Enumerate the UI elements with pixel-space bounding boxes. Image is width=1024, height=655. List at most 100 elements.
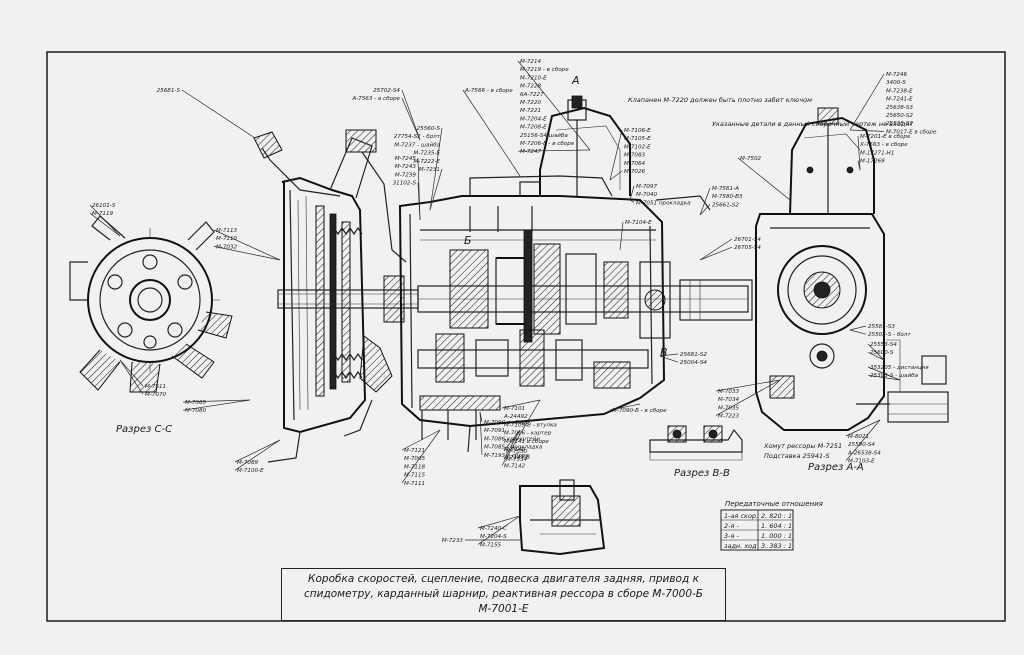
part-callout: 25681-S2 — [680, 352, 707, 358]
part-callout: 3400-S — [886, 80, 906, 86]
part-callout: М-7105-Е — [624, 136, 651, 142]
part-callout: М-7016 - картер — [504, 431, 552, 437]
part-callout: М-7246 — [886, 72, 908, 78]
part-callout: М-7119 — [92, 211, 114, 217]
callout-leader-lines — [89, 60, 901, 545]
part-callout: М-7210-Е — [520, 75, 547, 81]
leader-line — [182, 399, 251, 411]
part-callout: М-7208-Е — [520, 125, 547, 131]
leader-line — [429, 127, 443, 211]
section-aa-view: Разрез А-А — [755, 107, 949, 473]
part-callout: М-7204-S — [480, 534, 507, 540]
leader-line — [629, 185, 635, 201]
leader-line — [517, 60, 591, 151]
ratio-gear-cell: 1-ая скор. — [724, 512, 758, 520]
title-block-text: Коробка скоростей, сцепление, подвеска д… — [304, 573, 703, 615]
section-aa-title: Разрез А-А — [808, 462, 864, 473]
ratio-gear-cell: 2-я - — [724, 522, 739, 530]
leader-line — [401, 429, 441, 484]
part-callout: М-7113 — [216, 228, 238, 234]
part-callout: М-7106-Е — [624, 128, 651, 134]
leader-line — [182, 399, 251, 403]
leader-line — [181, 89, 256, 139]
part-callout: М-7102-Е — [624, 144, 651, 150]
part-callout: 353205 - дистанция — [870, 365, 929, 371]
section-letter-v: В — [660, 346, 668, 359]
leader-line — [737, 157, 791, 201]
part-callout: М-7245 — [395, 156, 417, 162]
part-callout: М-7206-Е - в сборе — [520, 141, 575, 147]
leader-line — [699, 246, 733, 261]
leader-line — [619, 221, 624, 251]
part-callout: 25156-S4 шайба — [520, 133, 568, 139]
part-callout: М-7193 в сборе — [484, 453, 529, 459]
leader-line — [477, 515, 521, 529]
part-callout: 25661-S2 — [712, 202, 739, 208]
part-callout: М-7034 — [718, 397, 740, 403]
leader-line — [501, 399, 541, 409]
leader-line — [609, 170, 623, 181]
part-callout: 26701-S4 — [734, 237, 761, 243]
part-callout: М-7110 — [216, 236, 238, 242]
leader-line — [659, 353, 679, 357]
leader-line — [857, 160, 861, 171]
part-callout: А-24492 — [503, 414, 528, 420]
part-callout: М-7228 — [520, 84, 542, 90]
part-callout: М-7064 — [624, 161, 646, 167]
section-bb-title: Разрез В-В — [674, 468, 730, 479]
leader-line — [501, 399, 541, 466]
part-callout: 25560-S — [417, 126, 441, 132]
section-letter-b: Б — [464, 234, 472, 247]
leader-line — [477, 515, 521, 545]
part-callout: М-7220 — [520, 100, 542, 106]
part-callout: М-7237 - шайба — [394, 142, 440, 148]
ratio-value-cell: 2. 820 : 1 — [761, 512, 792, 520]
part-callout: М-7238-Е — [886, 88, 913, 94]
leader-line — [401, 98, 421, 141]
part-callout: М-7032 — [216, 244, 238, 250]
leader-line — [857, 135, 861, 171]
leader-line — [89, 204, 121, 237]
part-callout: М-7204-Е — [520, 116, 547, 122]
part-callout: М-7141 в сборе — [504, 439, 549, 445]
leader-line — [609, 403, 641, 411]
part-callout: М-7223 — [718, 414, 740, 420]
part-callout: М-7111 — [404, 481, 425, 487]
ratio-value-cell: 1. 604 : 1 — [761, 522, 792, 530]
part-callout: 25590-S4 — [848, 442, 875, 448]
leader-line — [867, 351, 885, 361]
title-block: Коробка скоростей, сцепление, подвеска д… — [281, 568, 726, 621]
leader-line — [429, 168, 443, 211]
part-callout: 27754-S2 - болт — [394, 134, 441, 140]
part-callout: М-7240-С — [480, 526, 507, 532]
part-callout: А-7566 - в сборе — [464, 88, 513, 94]
leader-line — [503, 429, 521, 452]
part-callout: М-7104-Е — [625, 220, 652, 226]
leader-line — [234, 439, 281, 471]
leader-line — [629, 199, 635, 203]
leader-line — [715, 379, 781, 416]
part-callout: М-7085 - прокладка — [484, 445, 543, 451]
part-callout: М-7140 — [504, 447, 526, 453]
key-note: Клапанен М-7220 должен быть плотно забит… — [628, 96, 812, 104]
part-callout: М-7101 — [504, 406, 525, 412]
leader-line — [845, 419, 881, 437]
ratio-gear-cell: задн. ход — [724, 542, 757, 550]
part-callout: М-7090 в сборе — [484, 420, 529, 426]
part-callout: М-8021 — [848, 434, 869, 440]
part-callout: 26705-S4 — [734, 245, 761, 251]
leader-line — [213, 246, 281, 261]
part-callout: 25393-S - шайба — [870, 373, 919, 379]
leader-line — [715, 379, 781, 392]
part-callout: М-7033 — [718, 389, 740, 395]
part-callout: М-7241-Е — [886, 97, 913, 103]
ratio-table-title: Передаточные отношения — [725, 500, 823, 508]
spring-clamp-note: Хомут рессоры М-7251 — [763, 442, 842, 450]
part-callout: 25650-S2 — [886, 113, 913, 119]
part-callout: М-7221 — [520, 108, 541, 114]
part-callout: М-7040 — [636, 192, 658, 198]
section-bb-view: Разрез В-В — [649, 425, 743, 479]
main-longitudinal-section: А Б В — [253, 74, 753, 463]
